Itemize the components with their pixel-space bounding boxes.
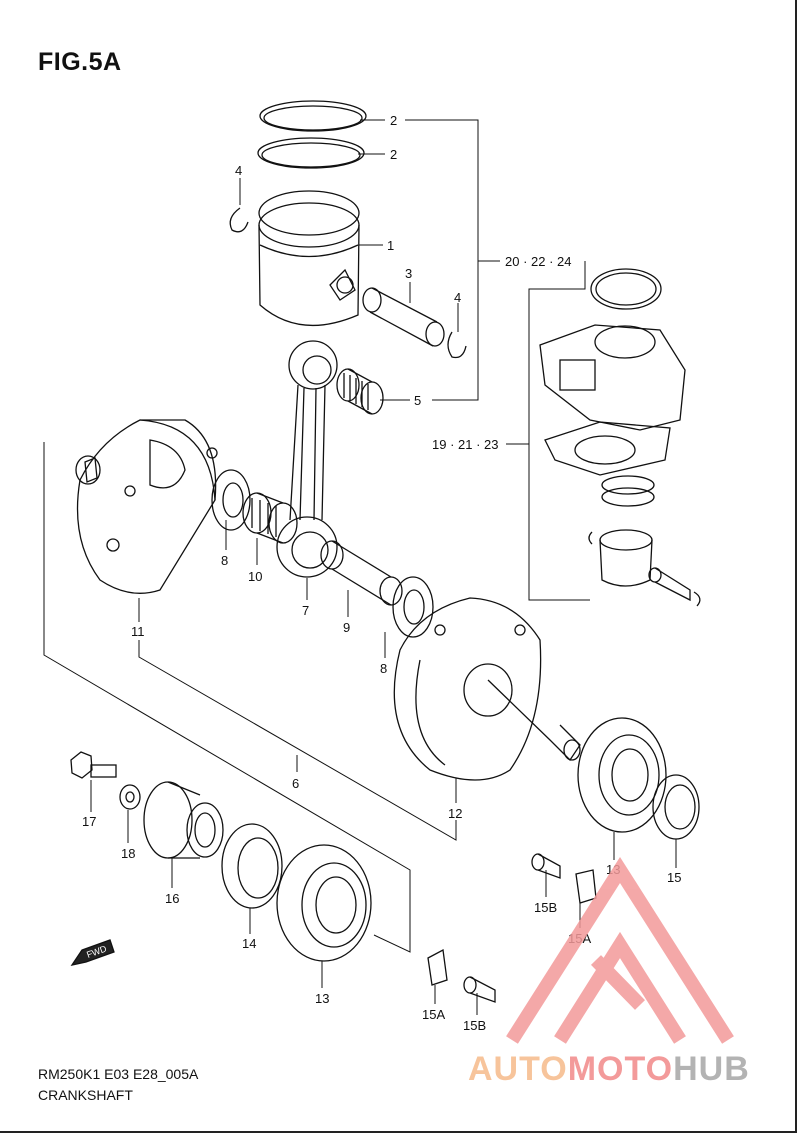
head-gasket-ring	[590, 268, 662, 310]
kit-circlip-left	[588, 531, 593, 545]
callout-6: 6	[292, 776, 299, 791]
callout-15: 15	[667, 870, 681, 885]
oil-seal-left	[221, 823, 283, 909]
piston-ring-second	[257, 137, 365, 169]
callout-8-upper: 8	[221, 553, 228, 568]
piston-pin	[362, 287, 445, 347]
callout-15a-lower: 15A	[422, 1007, 445, 1022]
callout-15b-upper: 15B	[534, 900, 557, 915]
callout-2-second: 2	[390, 147, 397, 162]
callout-4-right: 4	[454, 290, 461, 305]
washer	[119, 784, 141, 810]
thrust-washer-upper	[211, 469, 251, 531]
leader-lines	[43, 119, 677, 1015]
callout-18: 18	[121, 846, 135, 861]
callout-14: 14	[242, 936, 256, 951]
kit-piston-rings	[601, 475, 655, 507]
callout-11: 11	[131, 624, 145, 639]
callout-19-21-23: 19 · 21 · 23	[432, 437, 499, 452]
piston	[258, 190, 360, 326]
retainer-screw-lower	[463, 976, 496, 1003]
crank-pin	[320, 540, 403, 606]
callout-7: 7	[302, 603, 309, 618]
watermark-part-auto: AUTO	[468, 1050, 568, 1088]
thrust-washer-lower	[392, 576, 434, 638]
big-end-bearing	[242, 492, 298, 544]
watermark-part-hub: HUB	[673, 1050, 750, 1088]
callout-4-left: 4	[235, 163, 242, 178]
diagram-caption: CRANKSHAFT	[38, 1087, 133, 1103]
retainer-screw-upper	[531, 853, 561, 879]
bearing-retainer-lower	[427, 948, 448, 986]
watermark-logo-icon	[506, 856, 734, 1044]
callout-17: 17	[82, 814, 96, 829]
connecting-rod	[276, 340, 338, 578]
callout-15b-lower: 15B	[463, 1018, 486, 1033]
main-bearing-left	[276, 844, 372, 962]
callout-16: 16	[165, 891, 179, 906]
kit-piston-pin	[648, 567, 691, 602]
diagram-code: RM250K1 E03 E28_005A	[38, 1066, 199, 1082]
piston-ring-top	[259, 100, 367, 132]
callout-9: 9	[343, 620, 350, 635]
figure-title: FIG.5A	[38, 48, 122, 76]
kit-piston	[599, 529, 653, 587]
bolt	[70, 751, 117, 779]
watermark-part-moto: MOTO	[567, 1050, 674, 1088]
callout-13-left: 13	[315, 991, 329, 1006]
base-gasket	[544, 421, 671, 476]
oil-seal-right	[652, 774, 700, 840]
callout-10: 10	[248, 569, 262, 584]
small-end-bearing	[336, 368, 384, 415]
bearing-retainer-upper	[575, 869, 597, 904]
cylinder	[539, 324, 686, 431]
callout-1: 1	[387, 238, 394, 253]
main-bearing-right	[577, 717, 667, 833]
callout-5: 5	[414, 393, 421, 408]
callout-2-top: 2	[390, 113, 397, 128]
callout-3: 3	[405, 266, 412, 281]
crankshaft-left-half	[75, 419, 218, 594]
watermark-text: AUTOMOTOHUB	[468, 1050, 750, 1089]
callout-12: 12	[448, 806, 462, 821]
crankshaft-right-half	[393, 597, 581, 781]
kit-circlip-right	[693, 591, 701, 607]
callout-8-lower: 8	[380, 661, 387, 676]
callout-20-22-24: 20 · 22 · 24	[505, 254, 572, 269]
circlip-right	[447, 331, 467, 359]
primary-drive-gear	[143, 781, 224, 859]
fwd-arrow-icon	[70, 939, 115, 966]
circlip-left	[229, 207, 249, 233]
